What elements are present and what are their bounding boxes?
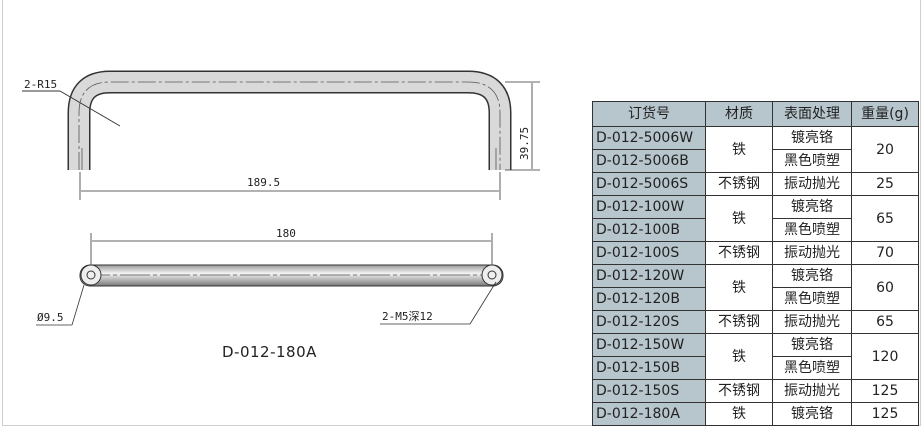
- order-code-cell: D-012-120W: [592, 264, 706, 288]
- order-code-cell: D-012-5006S: [592, 172, 706, 196]
- radius-label: 2-R15: [24, 78, 57, 91]
- order-code-cell: D-012-150W: [592, 333, 706, 357]
- material-cell: 不锈钢: [705, 172, 773, 196]
- header-order-no: 订货号: [592, 101, 706, 127]
- height-label: 39.75: [518, 127, 531, 160]
- header-finish: 表面处理: [772, 101, 852, 127]
- top-view: 180 Ø9.5 2-M5深12: [36, 227, 504, 326]
- material-cell: 铁: [705, 333, 773, 380]
- material-cell: 不锈钢: [705, 379, 773, 403]
- table-row: D-012-5006B 黑色喷塑: [592, 149, 919, 173]
- table-row: D-012-100B 黑色喷塑: [592, 218, 919, 242]
- model-caption: D-012-180A: [222, 343, 317, 361]
- handle-drawing: 2-R15 39.75 189.5 180 Ø9.5 2-M5深12: [22, 70, 540, 326]
- order-code-cell: D-012-180A: [592, 402, 706, 426]
- table-row: D-012-120B 黑色喷塑: [592, 287, 919, 311]
- header-weight: 重量(g): [851, 101, 919, 127]
- order-code-cell: D-012-100W: [592, 195, 706, 219]
- order-code-cell: D-012-100B: [592, 218, 706, 242]
- weight-cell: 20: [851, 126, 919, 173]
- finish-cell: 镀亮铬: [772, 402, 852, 426]
- weight-cell: 125: [851, 379, 919, 403]
- weight-cell: 125: [851, 402, 919, 426]
- diameter-label: Ø9.5: [37, 311, 64, 324]
- order-code-cell: D-012-120B: [592, 287, 706, 311]
- order-code-cell: D-012-150S: [592, 379, 706, 403]
- material-cell: 铁: [705, 402, 773, 426]
- finish-cell: 振动抛光: [772, 172, 852, 196]
- weight-cell: 120: [851, 333, 919, 380]
- finish-cell: 振动抛光: [772, 379, 852, 403]
- table-header-row: 订货号 材质 表面处理 重量(g): [592, 101, 919, 127]
- finish-cell: 黑色喷塑: [772, 287, 852, 311]
- order-code-cell: D-012-100S: [592, 241, 706, 265]
- material-cell: 铁: [705, 126, 773, 173]
- order-code-cell: D-012-120S: [592, 310, 706, 334]
- finish-cell: 黑色喷塑: [772, 218, 852, 242]
- material-cell: 铁: [705, 264, 773, 311]
- weight-cell: 65: [851, 195, 919, 242]
- material-cell: 不锈钢: [705, 241, 773, 265]
- finish-cell: 黑色喷塑: [772, 356, 852, 380]
- order-code-cell: D-012-150B: [592, 356, 706, 380]
- table-row: D-012-150B 黑色喷塑: [592, 356, 919, 380]
- finish-cell: 振动抛光: [772, 241, 852, 265]
- weight-cell: 70: [851, 241, 919, 265]
- finish-cell: 黑色喷塑: [772, 149, 852, 173]
- weight-cell: 25: [851, 172, 919, 196]
- finish-cell: 镀亮铬: [772, 195, 852, 219]
- header-material: 材质: [705, 101, 773, 127]
- material-cell: 不锈钢: [705, 310, 773, 334]
- finish-cell: 镀亮铬: [772, 333, 852, 357]
- weight-cell: 65: [851, 310, 919, 334]
- finish-cell: 镀亮铬: [772, 126, 852, 150]
- thread-label: 2-M5深12: [382, 310, 433, 323]
- order-code-cell: D-012-5006B: [592, 149, 706, 173]
- overall-length-label: 189.5: [247, 176, 280, 189]
- side-view: 2-R15 39.75 189.5: [22, 70, 540, 200]
- order-code-cell: D-012-5006W: [592, 126, 706, 150]
- finish-cell: 镀亮铬: [772, 264, 852, 288]
- weight-cell: 60: [851, 264, 919, 311]
- hole-spacing-label: 180: [276, 227, 296, 240]
- finish-cell: 振动抛光: [772, 310, 852, 334]
- material-cell: 铁: [705, 195, 773, 242]
